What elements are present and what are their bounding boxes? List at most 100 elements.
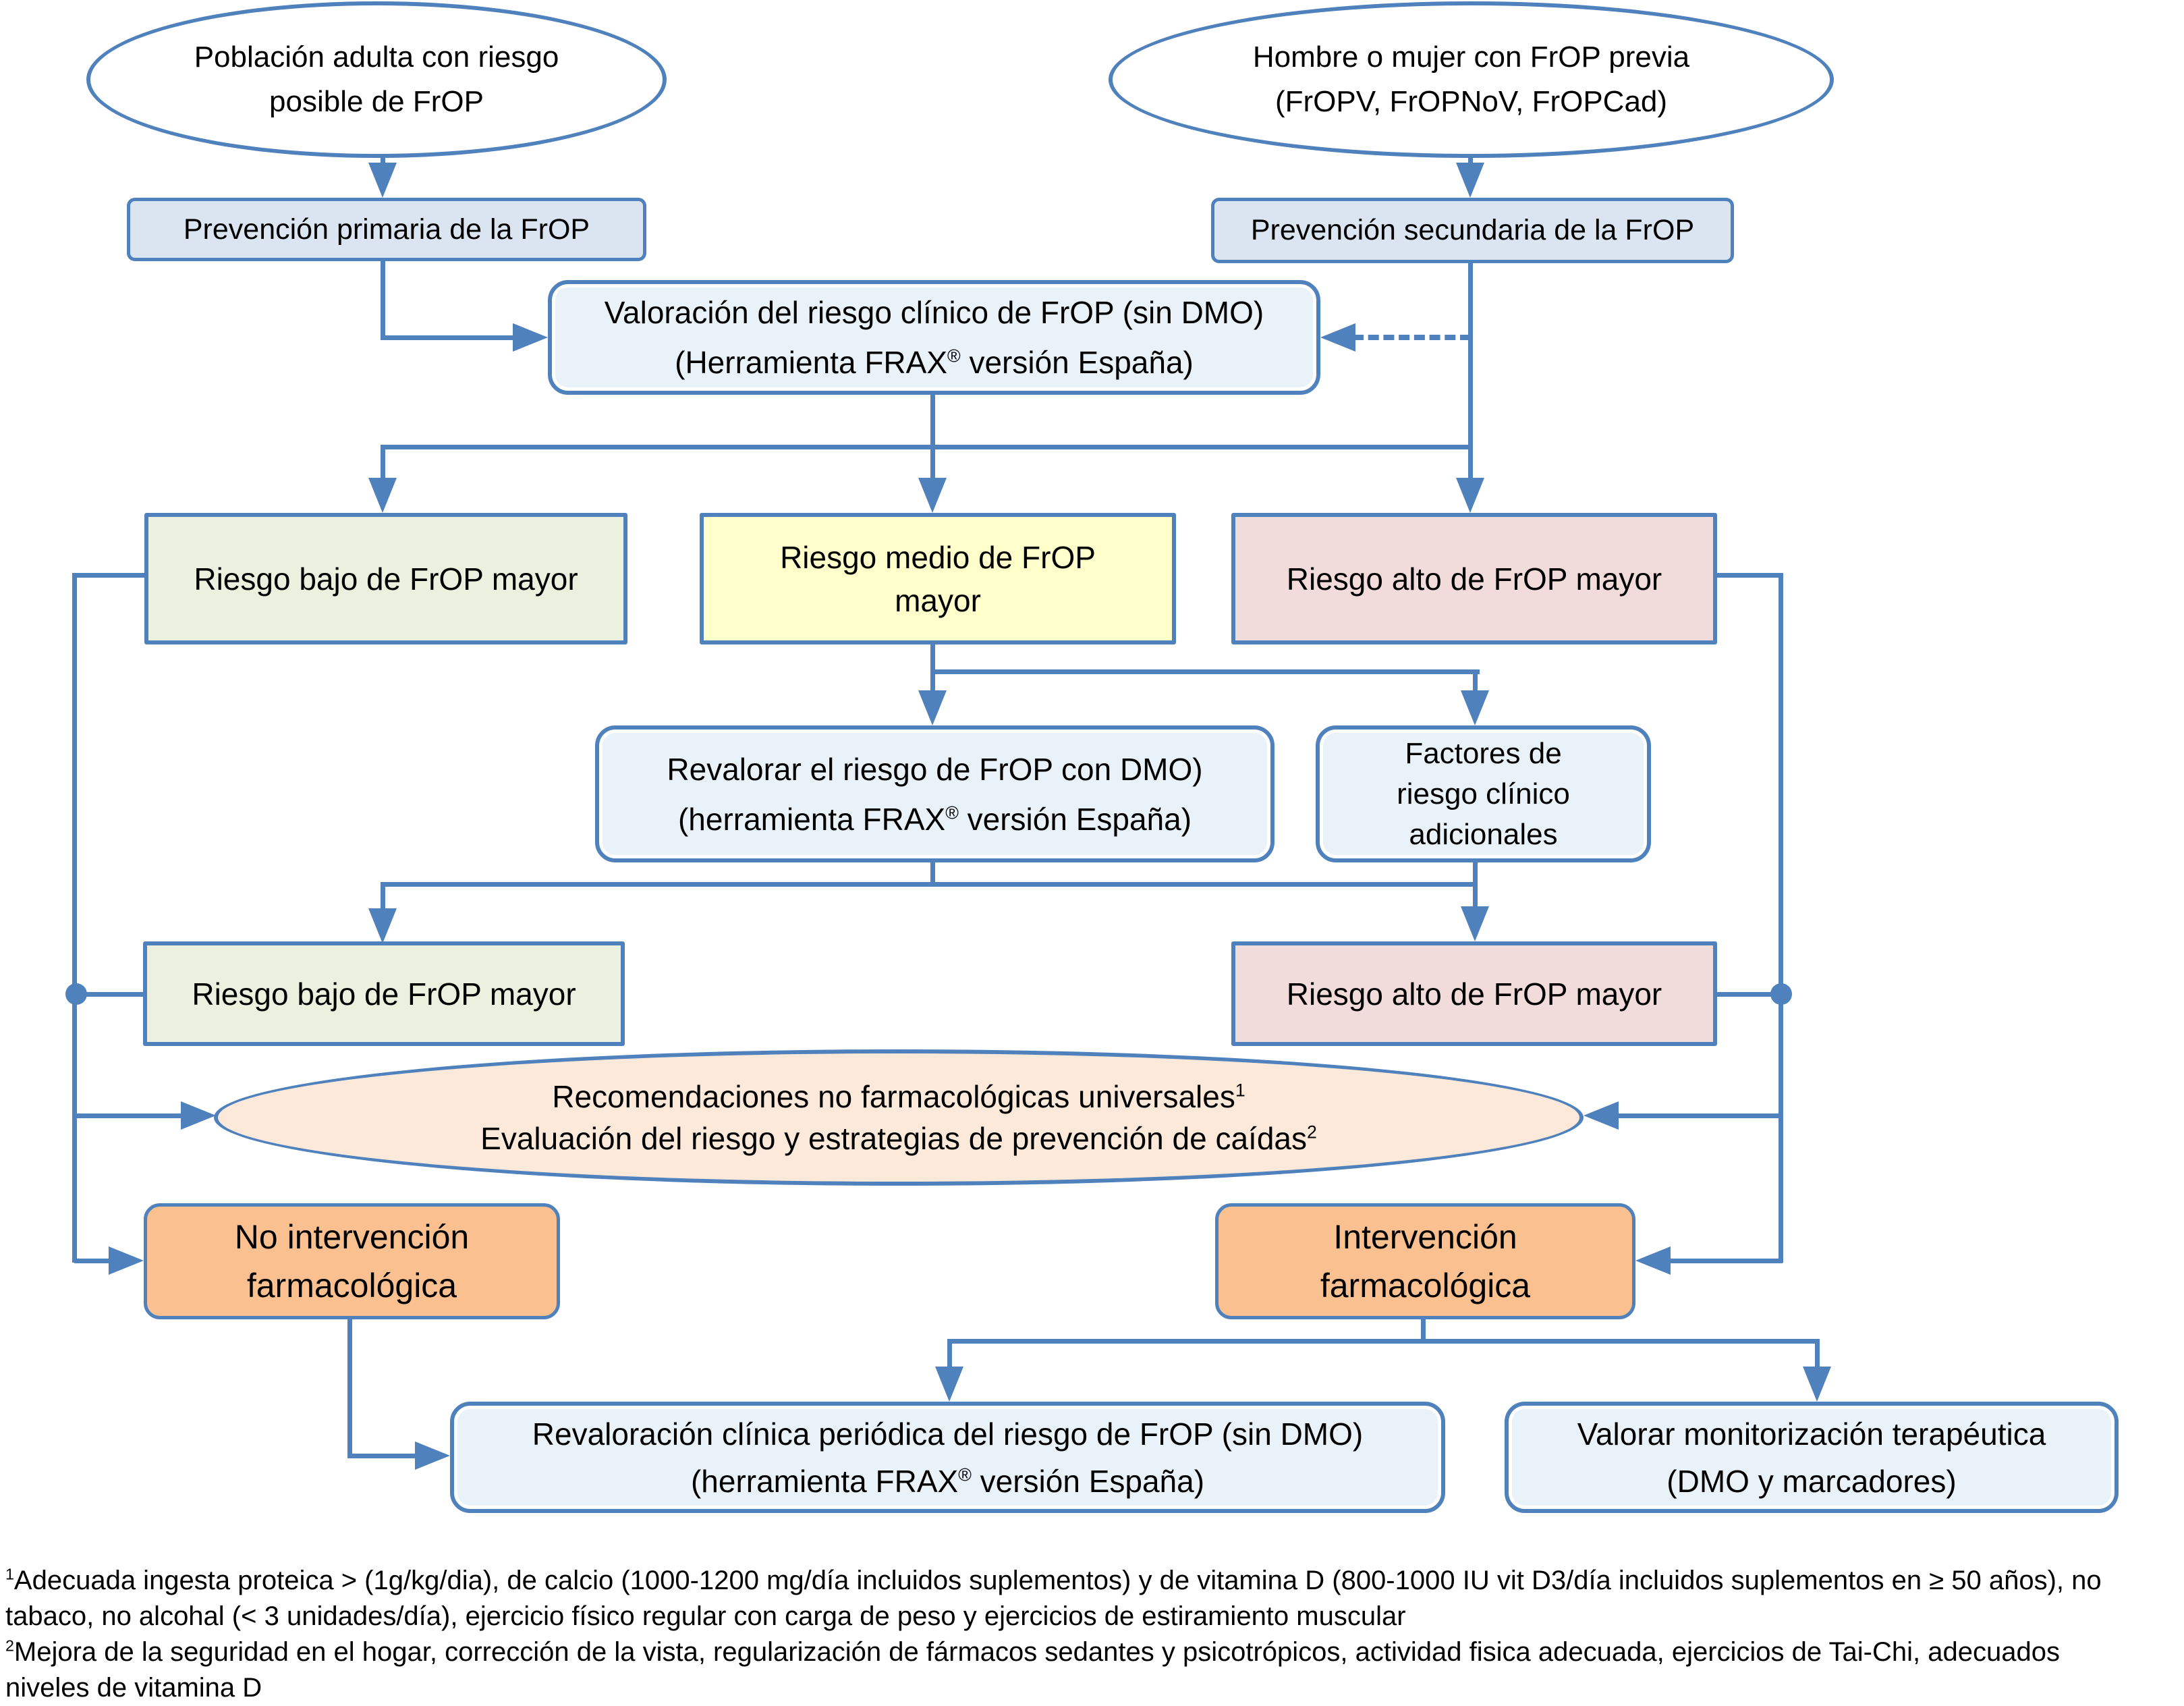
connector-secondary-down bbox=[1468, 263, 1473, 480]
node-text-line: Prevención secundaria de la FrOP bbox=[1250, 214, 1695, 246]
arrowhead-into-monitoring bbox=[1803, 1367, 1831, 1402]
arrowhead-into-assessment-left bbox=[513, 323, 548, 352]
node-text-line: farmacológica bbox=[1320, 1267, 1531, 1304]
registered-trademark-symbol: ® bbox=[947, 346, 961, 366]
connector-reassess-down bbox=[930, 862, 935, 887]
node-text-line: (Herramienta FRAX® versión España) bbox=[675, 345, 1194, 380]
box-secondary-prevention: Prevención secundaria de la FrOP bbox=[1211, 198, 1734, 263]
connector-row2-horizontal bbox=[381, 882, 1478, 887]
connector-intervention-down bbox=[1421, 1318, 1426, 1344]
registered-trademark-symbol: ® bbox=[958, 1464, 972, 1485]
box-clinical-risk-assessment: Valoración del riesgo clínico de FrOP (s… bbox=[548, 280, 1320, 395]
arrowhead-into-high-risk-1 bbox=[1456, 478, 1484, 513]
connector-branch-medium bbox=[930, 445, 935, 480]
node-text-line: mayor bbox=[895, 582, 981, 618]
node-text-line: (FrOPV, FrOPNoV, FrOPCad) bbox=[1275, 85, 1668, 118]
connector-medium-down bbox=[930, 644, 935, 674]
footnote-marker-1: 1 bbox=[1235, 1080, 1245, 1101]
connector-assessment-down bbox=[930, 395, 935, 449]
node-text-line: Recomendaciones no farmacológicas univer… bbox=[552, 1079, 1245, 1114]
connector-left-rail-to-no-intervention bbox=[74, 1259, 115, 1263]
box-no-pharmacological-intervention: No intervención farmacológica bbox=[144, 1203, 560, 1319]
node-text-line: posible de FrOP bbox=[269, 85, 484, 118]
arrowhead-into-no-intervention bbox=[109, 1246, 144, 1275]
node-text-line: Riesgo bajo de FrOP mayor bbox=[194, 561, 578, 597]
footnote-2-continued: niveles de vitamina D bbox=[5, 1673, 262, 1703]
box-low-risk-2: Riesgo bajo de FrOP mayor bbox=[143, 941, 625, 1046]
node-text-line: Factores de bbox=[1405, 736, 1562, 770]
arrowhead-into-primary-prevention bbox=[368, 163, 397, 198]
footnotes: 1Adecuada ingesta proteica > (1g/kg/dia)… bbox=[5, 1563, 2181, 1706]
footnote-marker-1: 1 bbox=[5, 1565, 14, 1583]
node-text-line: Prevención primaria de la FrOP bbox=[183, 213, 590, 246]
footnote-2: 2Mejora de la seguridad en el hogar, cor… bbox=[5, 1636, 2060, 1667]
arrowhead-into-low-risk-2 bbox=[368, 908, 397, 943]
connector-dashed-secondary-to-assessment bbox=[1353, 335, 1471, 340]
ellipse-recommendations: Recomendaciones no farmacológicas univer… bbox=[214, 1049, 1584, 1186]
junction-dot-right bbox=[1770, 983, 1792, 1005]
box-pharmacological-intervention: Intervención farmacológica bbox=[1215, 1203, 1635, 1319]
connector-risk-branch-horizontal bbox=[381, 445, 1473, 449]
arrowhead-into-intervention bbox=[1635, 1246, 1671, 1275]
connector-low1-to-left-rail bbox=[74, 573, 144, 578]
node-text-line: Revaloración clínica periódica del riesg… bbox=[532, 1416, 1364, 1452]
node-text-line: Valorar monitorización terapéutica bbox=[1577, 1416, 2046, 1452]
arrowhead-into-medium-risk bbox=[918, 478, 947, 513]
footnote-marker-2: 2 bbox=[1307, 1122, 1317, 1143]
connector-right-rail-to-intervention bbox=[1667, 1259, 1783, 1263]
node-text-line: No intervención bbox=[234, 1218, 470, 1256]
connector-medium-branch-horizontal bbox=[930, 669, 1480, 674]
box-high-risk-1: Riesgo alto de FrOP mayor bbox=[1231, 513, 1717, 644]
connector-right-rail-to-recommendations bbox=[1613, 1113, 1783, 1118]
node-text-line: adicionales bbox=[1409, 817, 1558, 851]
box-low-risk-1: Riesgo bajo de FrOP mayor bbox=[144, 513, 627, 644]
connector-high1-to-right-rail bbox=[1717, 573, 1783, 578]
box-therapeutic-monitoring: Valorar monitorización terapéutica (DMO … bbox=[1505, 1402, 2119, 1513]
box-reassess-with-dmo: Revalorar el riesgo de FrOP con DMO) (he… bbox=[595, 725, 1275, 862]
node-text-line: Población adulta con riesgo bbox=[194, 40, 559, 74]
connector-into-factors bbox=[1473, 669, 1478, 694]
footnote-marker-2: 2 bbox=[5, 1636, 14, 1655]
arrowhead-into-low-risk-1 bbox=[368, 478, 397, 513]
connector-no-intervention-down bbox=[347, 1319, 352, 1458]
box-periodic-clinical-reassessment: Revaloración clínica periódica del riesg… bbox=[450, 1402, 1445, 1513]
arrowhead-into-high-risk-2 bbox=[1461, 906, 1489, 941]
node-text-line: (herramienta FRAX® versión España) bbox=[677, 801, 1192, 837]
connector-left-rail-to-recommendations bbox=[74, 1113, 186, 1118]
box-medium-risk: Riesgo medio de FrOP mayor bbox=[700, 513, 1176, 644]
connector-into-reassess bbox=[930, 669, 935, 694]
connector-branch-low bbox=[381, 445, 385, 480]
node-text-line: Riesgo medio de FrOP bbox=[780, 539, 1096, 575]
connector-into-low-risk-2 bbox=[381, 882, 385, 911]
arrowhead-dashed-into-assessment-right bbox=[1320, 323, 1355, 352]
connector-fracture-to-secondary bbox=[1468, 155, 1473, 169]
connector-bottom-branch-horizontal bbox=[947, 1339, 1819, 1344]
node-text-line: Evaluación del riesgo y estrategias de p… bbox=[480, 1121, 1317, 1156]
arrowhead-into-periodic-left bbox=[415, 1441, 450, 1470]
node-text-line: Revalorar el riesgo de FrOP con DMO) bbox=[667, 751, 1203, 787]
connector-factors-down bbox=[1473, 862, 1478, 910]
footnote-1: 1Adecuada ingesta proteica > (1g/kg/dia)… bbox=[5, 1565, 2102, 1595]
node-text-line: (herramienta FRAX® versión España) bbox=[690, 1463, 1205, 1499]
registered-trademark-symbol: ® bbox=[945, 802, 959, 823]
footnote-1-continued: tabaco, no alcohal (< 3 unidades/día), e… bbox=[5, 1601, 1406, 1631]
ellipse-adult-population: Población adulta con riesgo posible de F… bbox=[86, 1, 667, 158]
connector-low2-to-left-rail bbox=[74, 992, 143, 997]
connector-adult-to-primary bbox=[381, 155, 385, 169]
box-high-risk-2: Riesgo alto de FrOP mayor bbox=[1231, 941, 1717, 1046]
node-text-line: farmacológica bbox=[246, 1267, 457, 1304]
node-text-line: Riesgo alto de FrOP mayor bbox=[1286, 976, 1662, 1012]
arrowhead-into-secondary-prevention bbox=[1456, 163, 1484, 198]
connector-into-monitoring bbox=[1815, 1339, 1820, 1369]
node-text-line: Riesgo bajo de FrOP mayor bbox=[192, 976, 576, 1012]
node-text-line: Intervención bbox=[1333, 1218, 1517, 1256]
box-primary-prevention: Prevención primaria de la FrOP bbox=[127, 198, 646, 261]
connector-into-periodic bbox=[947, 1339, 952, 1369]
node-text-line: riesgo clínico bbox=[1397, 777, 1570, 810]
right-rail bbox=[1779, 573, 1783, 1263]
arrowhead-into-recommendations-left bbox=[181, 1101, 216, 1130]
ellipse-previous-fracture: Hombre o mujer con FrOP previa (FrOPV, F… bbox=[1109, 1, 1834, 158]
node-text-line: Riesgo alto de FrOP mayor bbox=[1286, 561, 1662, 597]
node-text-line: (DMO y marcadores) bbox=[1667, 1463, 1957, 1499]
arrowhead-into-recommendations-right bbox=[1584, 1101, 1619, 1130]
